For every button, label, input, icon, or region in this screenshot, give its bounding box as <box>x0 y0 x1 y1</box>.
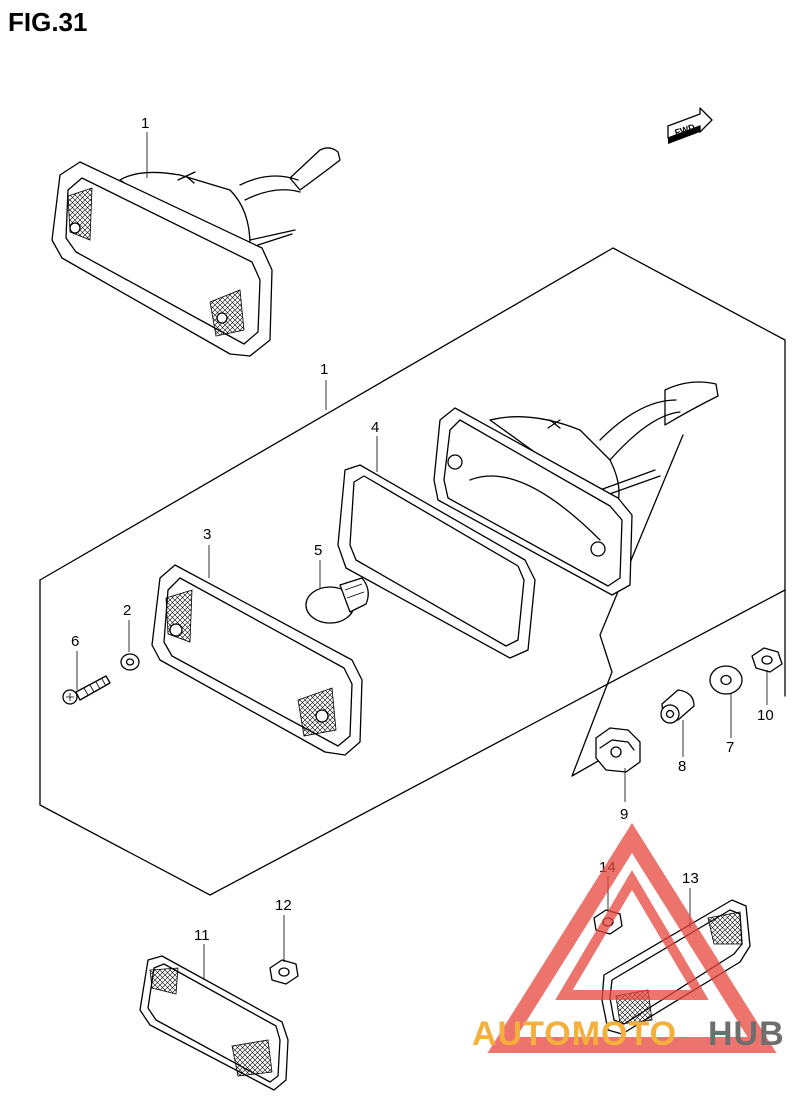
callout-1-exploded: 1 <box>320 361 328 378</box>
bulb <box>305 577 369 624</box>
callout-2: 2 <box>123 602 131 619</box>
watermark-logo: AUTOMOTO HUB <box>472 822 785 1053</box>
callout-8: 8 <box>678 758 686 775</box>
exploded-boundary-lower <box>39 579 786 896</box>
callout-5: 5 <box>314 542 322 559</box>
callout-3: 3 <box>203 526 211 543</box>
callout-1-top: 1 <box>141 115 149 132</box>
lamp-lens <box>151 564 363 756</box>
rear-lamp-assembly-top <box>51 147 341 357</box>
callout-4: 4 <box>371 419 379 436</box>
callout-9: 9 <box>620 806 628 823</box>
nut-12 <box>269 959 299 985</box>
leader-lines <box>76 132 768 980</box>
callout-13: 13 <box>682 870 699 887</box>
collar <box>660 689 695 724</box>
watermark-text-automoto: AUTOMOTO <box>472 1015 677 1053</box>
grommet <box>595 727 641 773</box>
callout-6: 6 <box>71 633 79 650</box>
washer-small <box>120 653 140 671</box>
nut-10 <box>751 647 783 673</box>
exploded-boundary <box>39 247 786 697</box>
reflector-11 <box>139 955 289 1091</box>
lamp-gasket <box>337 464 536 659</box>
lamp-housing <box>433 381 719 596</box>
callout-12: 12 <box>275 897 292 914</box>
washer-large <box>709 665 743 695</box>
screw <box>62 675 111 705</box>
callout-7: 7 <box>726 739 734 756</box>
watermark-text-hub: HUB <box>708 1015 785 1053</box>
watermark-triangle-icon <box>487 822 777 1053</box>
callout-11: 11 <box>194 927 210 944</box>
figure-title: FIG.31 <box>8 7 87 37</box>
callout-10: 10 <box>757 707 774 724</box>
forward-arrow-icon: FWD <box>667 107 713 144</box>
